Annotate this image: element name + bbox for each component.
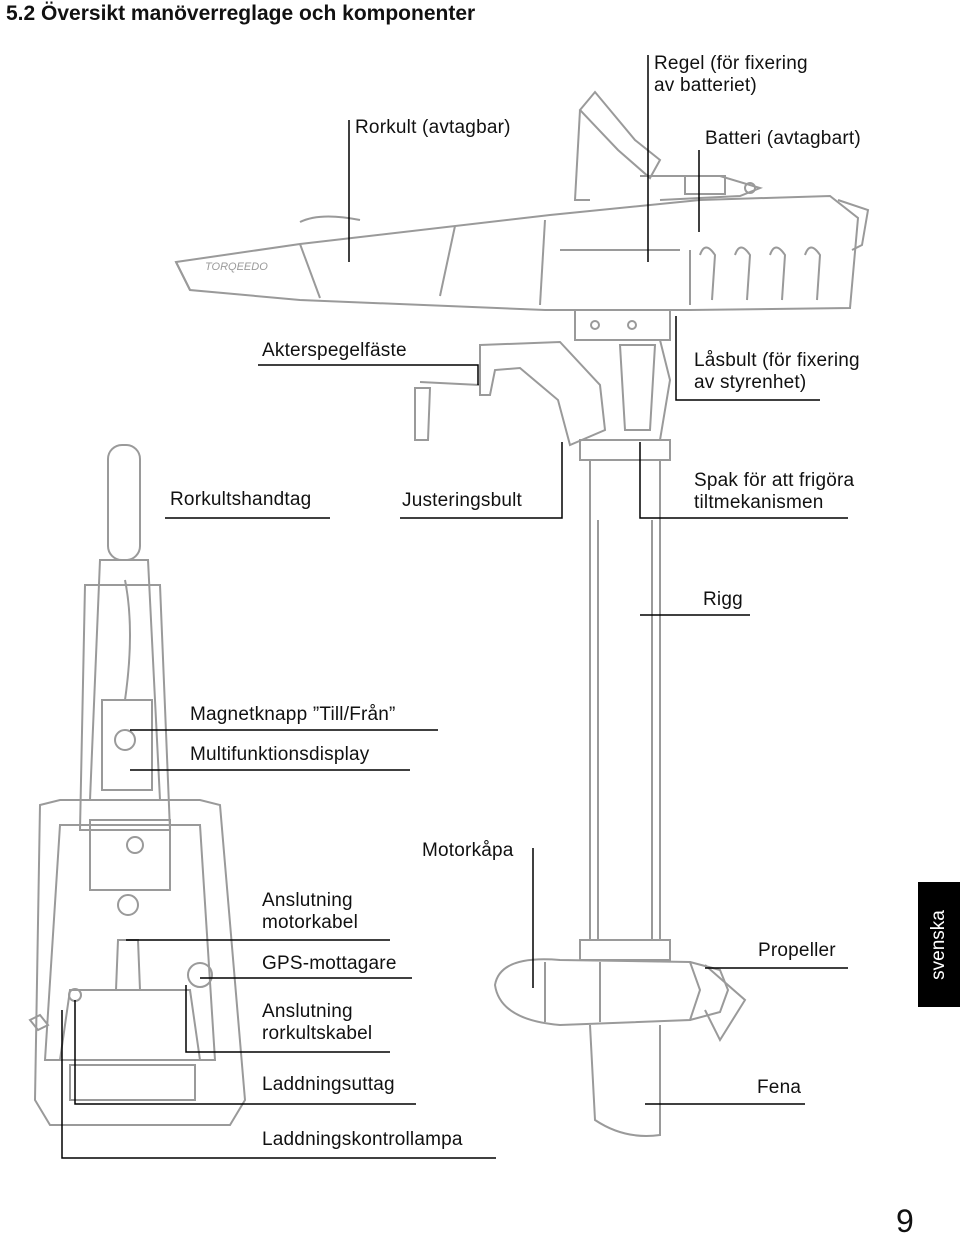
label-rigg: Rigg [703,589,743,610]
label-laddningsuttag: Laddningsuttag [262,1074,395,1095]
page-title: 5.2 Översikt manöverreglage och komponen… [6,2,476,25]
label-spak-line2: tiltmekanismen [694,492,824,513]
label-lasbult-line2: av styrenhet) [694,372,807,393]
label-anslutning-motorkabel: Anslutning motorkabel [262,890,358,934]
label-propeller: Propeller [758,940,836,961]
label-anslutning-rorkultskabel-line1: Anslutning [262,1001,353,1022]
leader-laddningskontrollampa [61,1010,496,1159]
leader-anslutning-rorkult [185,985,390,1053]
label-spak-line1: Spak för att frigöra [694,470,855,491]
tiller-side-view [174,90,870,341]
label-magnetknapp: Magnetknapp ”Till/Från” [190,704,396,725]
label-anslutning-rorkultskabel: Anslutning rorkultskabel [262,1001,372,1045]
label-regel: Regel (för fixering av batteriet) [654,53,808,97]
leader-akterspegelfaste [258,364,479,385]
language-tab-label: svenska [928,909,949,980]
page-number: 9 [896,1203,914,1239]
label-anslutning-motorkabel-line2: motorkabel [262,912,358,933]
brand-mark: TORQEEDO [205,261,268,273]
label-batteri: Batteri (avtagbart) [705,128,861,149]
label-gps: GPS-mottagare [262,953,397,974]
label-anslutning-motorkabel-line1: Anslutning [262,890,353,911]
motor-illustration [28,90,870,1137]
leader-lines [61,55,848,1159]
leader-spak [639,442,848,519]
label-multifunktionsdisplay: Multifunktionsdisplay [190,744,370,765]
label-regel-line2: av batteriet) [654,75,757,96]
label-motorkapa: Motorkåpa [422,840,514,861]
label-regel-line1: Regel (för fixering [654,53,808,74]
label-rorkultshandtag: Rorkultshandtag [170,489,312,510]
leader-laddningsuttag [74,1000,416,1105]
label-akterspegelfaste: Akterspegelfäste [262,340,407,361]
transom-clamp [414,339,672,447]
label-rorkult: Rorkult (avtagbar) [355,117,511,138]
label-laddningskontrollampa: Laddningskontrollampa [262,1129,463,1150]
leader-justeringsbult [400,442,563,519]
rig-shaft [579,439,671,961]
propeller-pod [493,958,747,1137]
leader-lasbult [675,316,820,401]
language-tab: svenska [918,882,960,1007]
label-justeringsbult: Justeringsbult [402,490,523,511]
label-anslutning-rorkultskabel-line2: rorkultskabel [262,1023,373,1044]
label-spak: Spak för att frigöra tiltmekanismen [694,470,854,514]
tiller-front-view [28,444,247,1126]
label-lasbult: Låsbult (för fixering av styrenhet) [694,350,860,394]
label-lasbult-line1: Låsbult (för fixering [694,350,860,371]
label-fena: Fena [757,1077,802,1098]
